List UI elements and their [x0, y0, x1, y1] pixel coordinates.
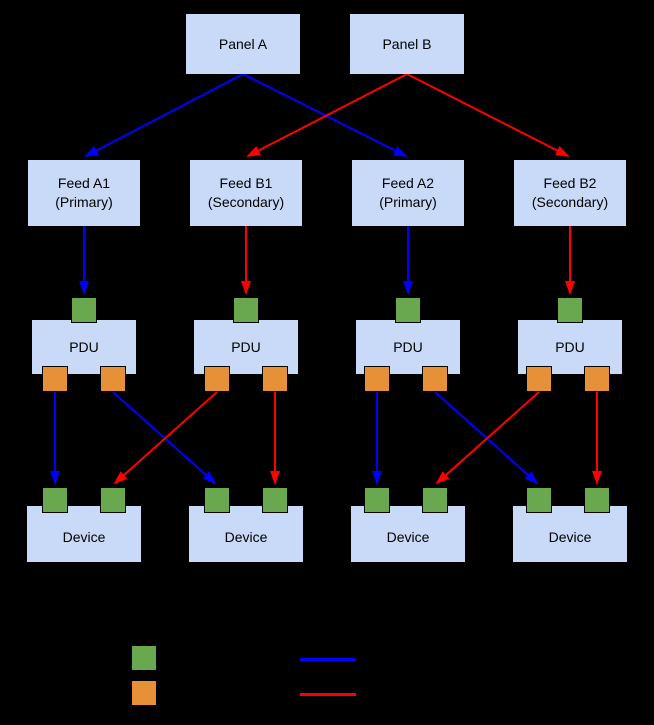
device-3-node: Device — [351, 506, 465, 562]
device-3-input-square-right — [422, 487, 448, 513]
pdu-2-output-square-left — [204, 366, 230, 392]
device-2-label: Device — [224, 528, 268, 545]
feed-b1-name: Feed B1 — [219, 175, 273, 191]
feed-b2-type: (Secondary) — [531, 194, 609, 210]
feed-a1-name: Feed A1 — [57, 175, 111, 191]
pdu-4-output-square-right — [584, 366, 610, 392]
pdu-1-node: PDU — [32, 320, 136, 374]
legend-red-secondary-line — [300, 693, 356, 696]
feed-b1-type: (Secondary) — [207, 194, 285, 210]
pdu-3-output-square-left — [364, 366, 390, 392]
pdu-2-output-square-right — [262, 366, 288, 392]
arrow-pdu1-device2 — [112, 391, 217, 485]
device-4-input-square-left — [526, 487, 552, 513]
panel-b-label: Panel B — [382, 35, 432, 52]
arrow-pdu2-device1 — [113, 391, 218, 485]
legend-green-input-swatch — [131, 645, 157, 671]
device-2-input-square-left — [204, 487, 230, 513]
feed-a1-type: (Primary) — [55, 194, 113, 210]
feed-a1-node: Feed A1 (Primary) — [28, 160, 140, 226]
arrow-panelB-feedB1 — [246, 73, 408, 157]
arrow-panelB-feedB2 — [406, 73, 570, 157]
device-4-label: Device — [548, 528, 592, 545]
pdu-3-label: PDU — [393, 338, 423, 355]
arrow-panelA-feedA1 — [84, 73, 244, 157]
panel-a-node: Panel A — [186, 14, 300, 74]
arrow-pdu3-device4 — [434, 391, 539, 485]
feed-b2-node: Feed B2 (Secondary) — [514, 160, 626, 226]
pdu-2-input-square — [233, 297, 259, 323]
feed-b2-name: Feed B2 — [543, 175, 597, 191]
device-3-label: Device — [386, 528, 430, 545]
device-2-node: Device — [189, 506, 303, 562]
pdu-1-output-square-right — [100, 366, 126, 392]
pdu-1-output-square-left — [42, 366, 68, 392]
legend-orange-output-swatch — [131, 680, 157, 706]
device-1-input-square-left — [42, 487, 68, 513]
arrow-pdu4-device3 — [435, 391, 540, 485]
pdu-1-input-square — [71, 297, 97, 323]
arrow-panelA-feedA2 — [242, 73, 408, 157]
device-1-node: Device — [27, 506, 141, 562]
pdu-3-node: PDU — [356, 320, 460, 374]
pdu-2-label: PDU — [231, 338, 261, 355]
pdu-4-input-square — [557, 297, 583, 323]
device-3-input-square-left — [364, 487, 390, 513]
panel-b-node: Panel B — [350, 14, 464, 74]
device-4-node: Device — [513, 506, 627, 562]
device-1-input-square-right — [100, 487, 126, 513]
device-1-label: Device — [62, 528, 106, 545]
legend-blue-primary-line — [300, 658, 356, 661]
feed-b1-node: Feed B1 (Secondary) — [190, 160, 302, 226]
panel-a-label: Panel A — [218, 35, 268, 52]
feed-a2-node: Feed A2 (Primary) — [352, 160, 464, 226]
pdu-1-label: PDU — [69, 338, 99, 355]
pdu-4-label: PDU — [555, 338, 585, 355]
pdu-4-node: PDU — [518, 320, 622, 374]
pdu-2-node: PDU — [194, 320, 298, 374]
pdu-3-input-square — [395, 297, 421, 323]
pdu-3-output-square-right — [422, 366, 448, 392]
device-2-input-square-right — [262, 487, 288, 513]
feed-a2-name: Feed A2 — [381, 175, 435, 191]
feed-a2-type: (Primary) — [379, 194, 437, 210]
pdu-4-output-square-left — [526, 366, 552, 392]
device-4-input-square-right — [584, 487, 610, 513]
